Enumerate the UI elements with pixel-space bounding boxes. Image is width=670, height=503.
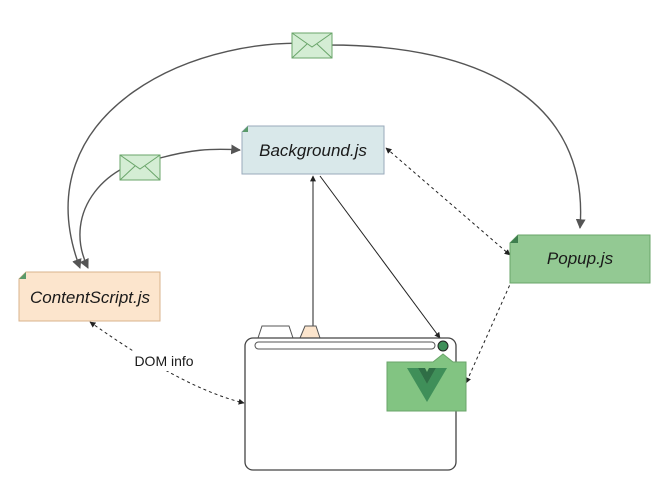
- popup-node: Popup.js: [509, 234, 651, 284]
- dashed-arrow-background-popup: [385, 147, 511, 256]
- background-node-label: Background.js: [259, 141, 367, 160]
- browser-tab: [257, 325, 294, 339]
- popup-node-label: Popup.js: [547, 249, 614, 268]
- solid-arrow-background-to-extension-button: [319, 175, 441, 339]
- browser-address-bar: [254, 341, 436, 350]
- vue-logo-icon: [407, 368, 447, 402]
- browser-tab-active: [299, 325, 321, 339]
- content-script-node-label: ContentScript.js: [30, 288, 150, 307]
- content-script-node: ContentScript.js: [18, 271, 161, 322]
- envelope-icon: [291, 32, 333, 59]
- envelope-icon: [119, 154, 161, 181]
- background-node: Background.js: [241, 125, 385, 175]
- dashed-arrow-popup-to-extension: [465, 279, 513, 384]
- dom-info-label: DOM info: [134, 353, 193, 369]
- extension-toolbar-button: [437, 340, 449, 352]
- dom-info-label-group: DOM info: [127, 351, 201, 371]
- extension-popup-panel: [386, 353, 467, 412]
